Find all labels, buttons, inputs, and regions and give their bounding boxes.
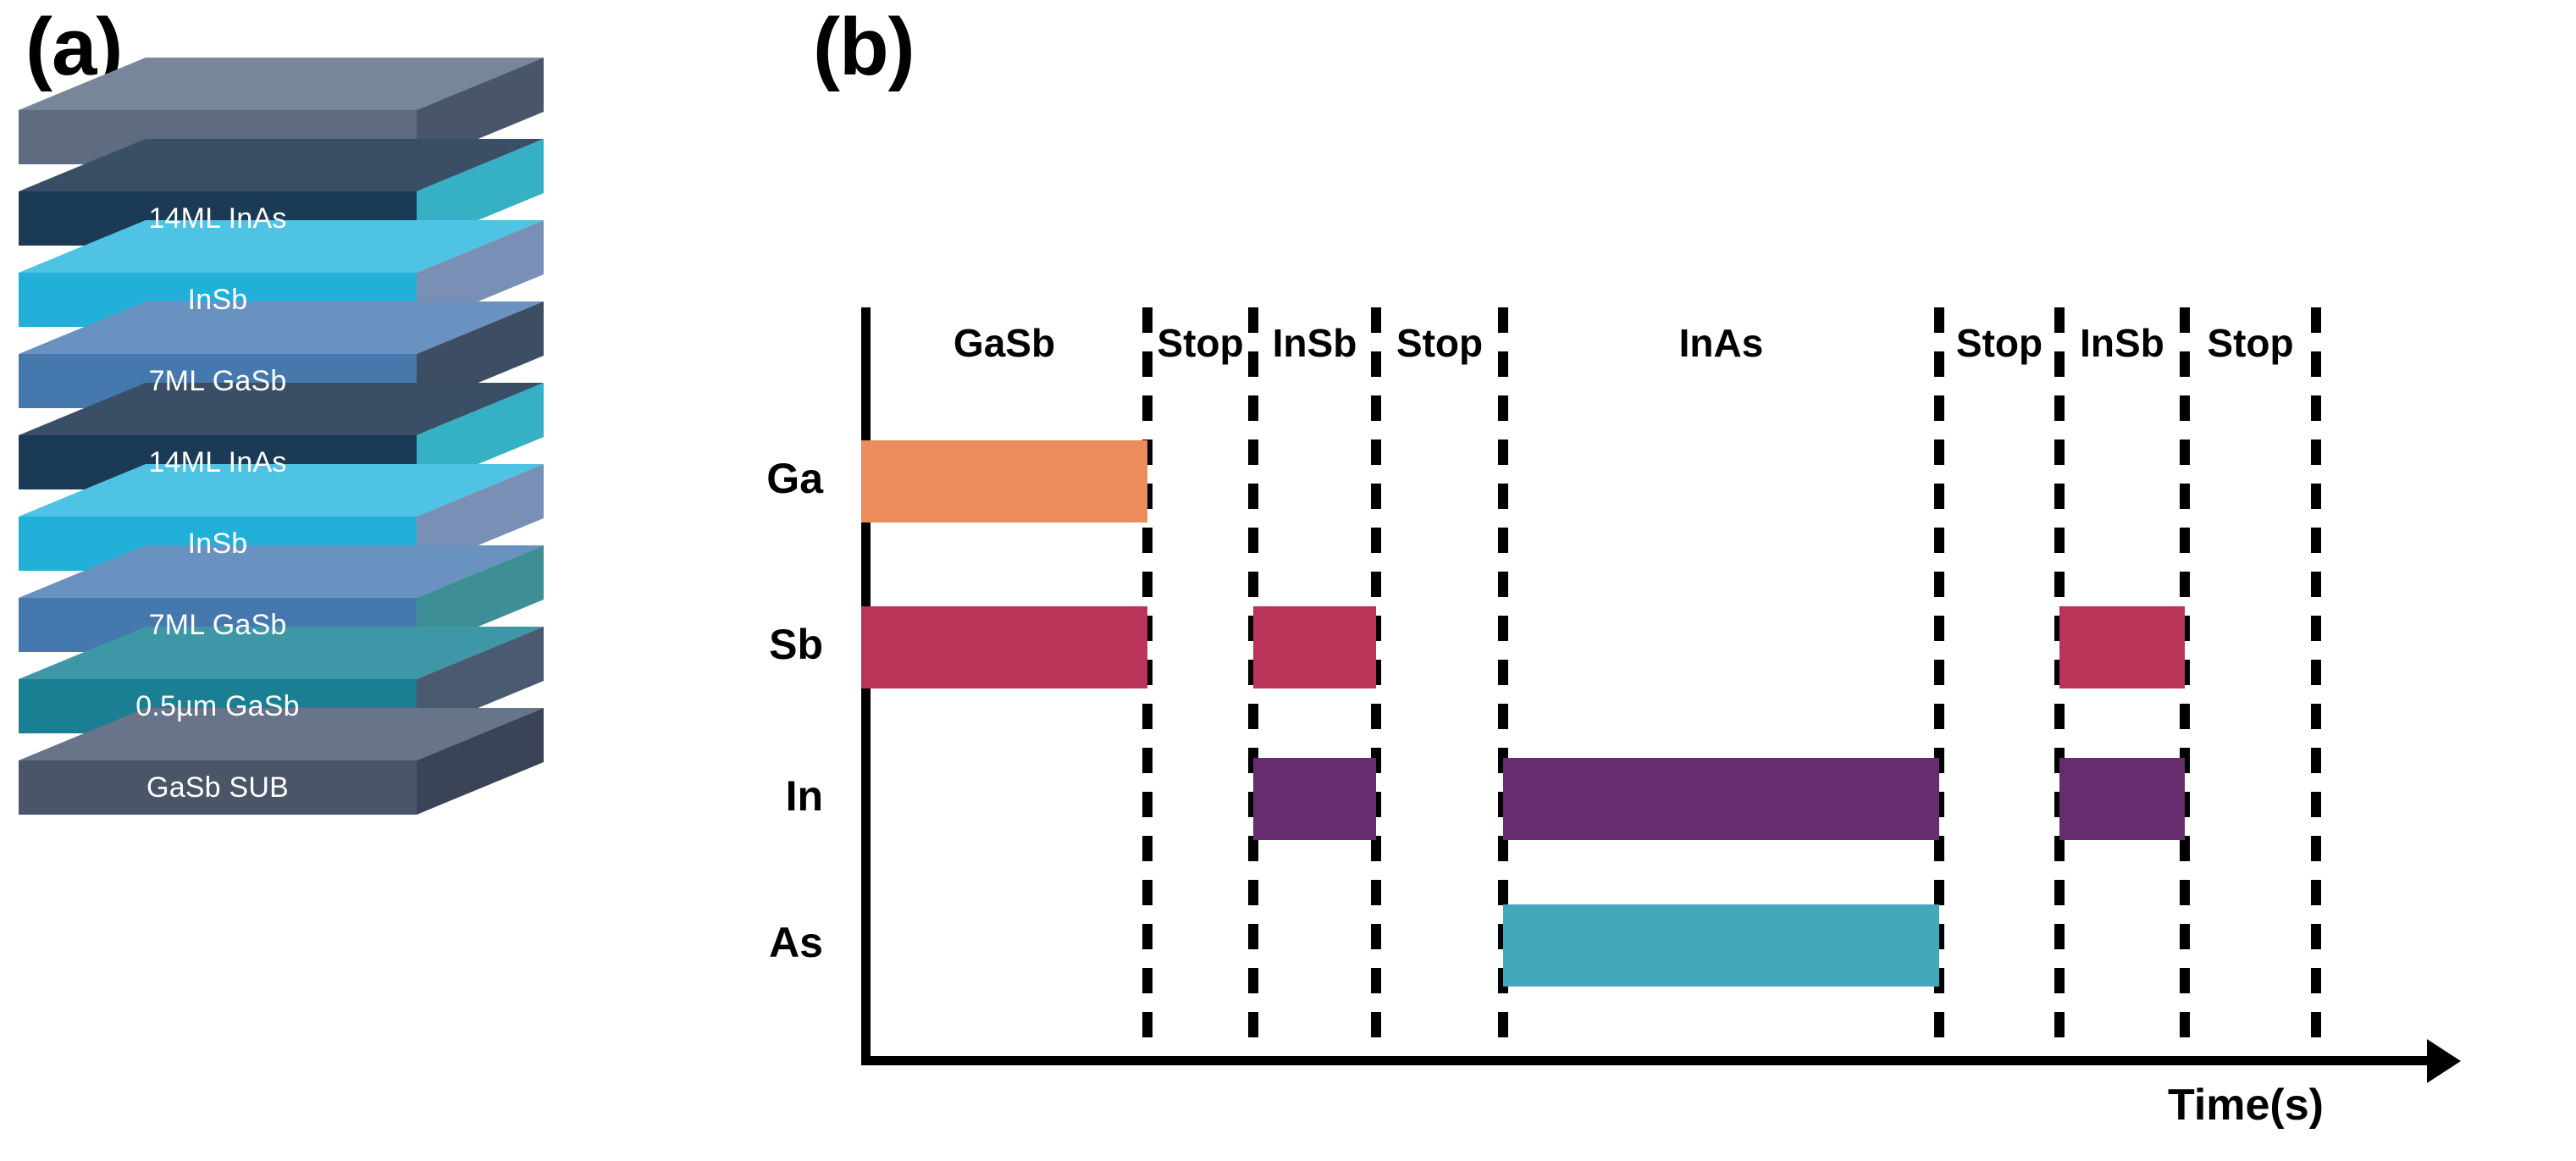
shutter-bar <box>2059 758 2185 840</box>
phase-label: InSb <box>1272 321 1357 365</box>
shutter-bar <box>861 440 1147 522</box>
stack-layer-front-face: 14ML InAs <box>19 191 417 246</box>
phase-divider <box>2180 307 2190 1061</box>
shutter-bar <box>1503 904 1939 987</box>
shutter-bar <box>861 606 1147 688</box>
shutter-bar <box>1253 606 1376 688</box>
stack-layer-label: GaSb SUB <box>146 771 289 804</box>
element-row-label: Sb <box>769 620 823 668</box>
phase-label: Stop <box>1955 321 2043 365</box>
x-axis-arrow-icon <box>2427 1039 2461 1083</box>
shutter-bar <box>1253 758 1376 840</box>
shutter-bar <box>2059 606 2185 688</box>
stack-layer-label: InSb <box>187 527 248 560</box>
phase-label: InAs <box>1678 321 1764 365</box>
element-row-label: As <box>769 918 823 966</box>
x-axis-label: Time(s) <box>2168 1081 2324 1130</box>
phase-label: Stop <box>2207 321 2294 365</box>
phase-label: Stop <box>1396 321 1484 365</box>
phase-label: GaSb <box>953 321 1056 365</box>
element-row-label: Ga <box>766 454 823 502</box>
phase-divider <box>1498 307 1508 1061</box>
phase-divider <box>1371 307 1381 1061</box>
stack-layer-label: 14ML InAs <box>148 202 287 235</box>
shutter-bar <box>1503 758 1939 840</box>
phase-label: InSb <box>2080 321 2164 365</box>
phase-label: Stop <box>1157 321 1244 365</box>
stack-layer-label: 0.5µm GaSb <box>135 689 300 722</box>
stack-layer-label: 7ML GaSb <box>148 364 287 397</box>
stack-layer-label: InSb <box>187 283 248 316</box>
stack-layer-label: 7ML GaSb <box>148 608 287 641</box>
stack-layer-label: 14ML InAs <box>148 445 287 478</box>
phase-divider <box>2311 307 2321 1061</box>
x-axis-line <box>861 1056 2436 1065</box>
element-row-label: In <box>785 771 823 820</box>
panel-b-label: (b) <box>813 2 915 92</box>
phase-divider <box>1934 307 1944 1061</box>
stack-layer-front-face: GaSb SUB <box>19 760 417 815</box>
